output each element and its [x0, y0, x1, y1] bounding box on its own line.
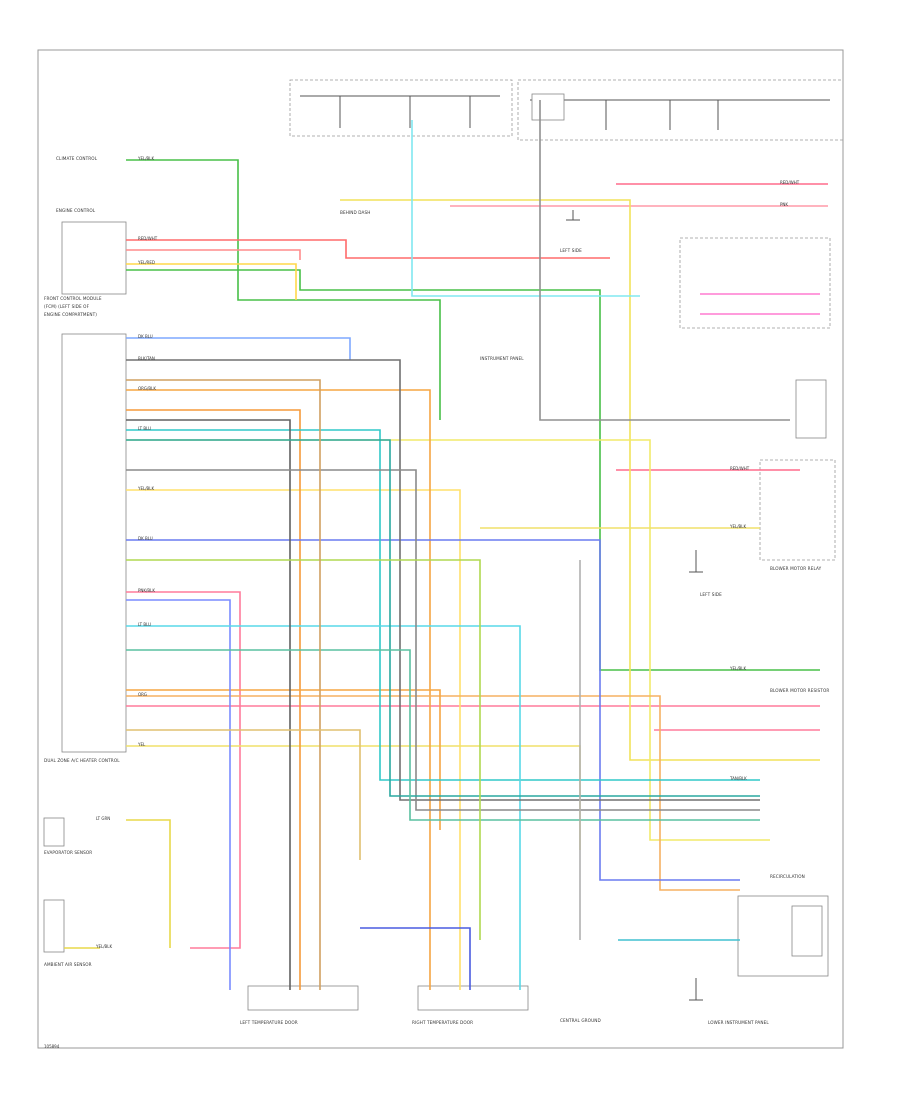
svg-text:ORG/BLK: ORG/BLK [138, 386, 156, 391]
ground-symbols [566, 210, 703, 1001]
svg-text:YEL/BLK: YEL/BLK [729, 524, 747, 529]
svg-text:DUAL ZONE A/C HEATER CONTROL: DUAL ZONE A/C HEATER CONTROL [44, 758, 120, 763]
svg-text:CLIMATE CONTROL: CLIMATE CONTROL [56, 156, 98, 161]
svg-text:BEHIND DASH: BEHIND DASH [340, 210, 371, 215]
svg-text:YEL/BLK: YEL/BLK [137, 156, 155, 161]
svg-text:LEFT TEMPERATURE DOOR: LEFT TEMPERATURE DOOR [240, 1020, 298, 1025]
wire-labels: YEL/BLK RED/WHT YEL/RED DK BLU BLK/TAN O… [95, 156, 800, 949]
svg-text:ORG: ORG [138, 692, 147, 697]
svg-text:INSTRUMENT PANEL: INSTRUMENT PANEL [480, 356, 524, 361]
svg-text:(FCM) (LEFT SIDE OF: (FCM) (LEFT SIDE OF [44, 304, 90, 309]
svg-text:LT GRN: LT GRN [96, 816, 110, 821]
svg-text:PNK: PNK [780, 202, 788, 207]
svg-text:ENGINE COMPARTMENT): ENGINE COMPARTMENT) [44, 312, 97, 317]
svg-text:LEFT SIDE: LEFT SIDE [560, 248, 582, 253]
svg-text:LEFT SIDE: LEFT SIDE [700, 592, 722, 597]
svg-text:RIGHT TEMPERATURE DOOR: RIGHT TEMPERATURE DOOR [412, 1020, 473, 1025]
fuse-block-top [289, 79, 844, 141]
bottom-actuators [247, 985, 529, 1011]
svg-text:BLK/TAN: BLK/TAN [138, 356, 155, 361]
svg-text:105894: 105894 [44, 1044, 60, 1049]
svg-text:BLOWER MOTOR RESISTOR: BLOWER MOTOR RESISTOR [770, 688, 829, 693]
right-modules [679, 237, 836, 977]
svg-text:PNK/BLK: PNK/BLK [138, 588, 155, 593]
component-labels: CLIMATE CONTROL ENGINE CONTROL FRONT CON… [44, 156, 829, 1049]
svg-text:BLOWER MOTOR RELAY: BLOWER MOTOR RELAY [770, 566, 822, 571]
svg-text:LT BLU: LT BLU [138, 622, 151, 627]
svg-text:RED/WHT: RED/WHT [138, 236, 158, 241]
svg-text:YEL: YEL [137, 742, 146, 747]
svg-text:RECIRCULATION: RECIRCULATION [770, 874, 805, 879]
svg-text:YEL/BLK: YEL/BLK [137, 486, 155, 491]
svg-text:EVAPORATOR SENSOR: EVAPORATOR SENSOR [44, 850, 92, 855]
svg-text:YEL/RED: YEL/RED [137, 260, 155, 265]
svg-text:YEL/BLK: YEL/BLK [729, 666, 747, 671]
svg-text:TAN/BLK: TAN/BLK [729, 776, 747, 781]
wires [64, 100, 828, 990]
svg-text:RED/WHT: RED/WHT [730, 466, 750, 471]
svg-text:AMBIENT AIR SENSOR: AMBIENT AIR SENSOR [44, 962, 92, 967]
svg-text:LT BLU: LT BLU [138, 426, 151, 431]
svg-text:RED/WHT: RED/WHT [780, 180, 800, 185]
svg-text:FRONT CONTROL MODULE: FRONT CONTROL MODULE [44, 296, 102, 301]
svg-text:YEL/BLK: YEL/BLK [95, 944, 113, 949]
svg-text:DK BLU: DK BLU [138, 334, 153, 339]
diagram-frame [37, 49, 844, 1049]
svg-text:CENTRAL GROUND: CENTRAL GROUND [560, 1018, 601, 1023]
svg-text:LOWER INSTRUMENT PANEL: LOWER INSTRUMENT PANEL [708, 1020, 769, 1025]
svg-text:DK BLU: DK BLU [138, 536, 153, 541]
left-modules [43, 221, 127, 953]
svg-text:ENGINE CONTROL: ENGINE CONTROL [56, 208, 96, 213]
